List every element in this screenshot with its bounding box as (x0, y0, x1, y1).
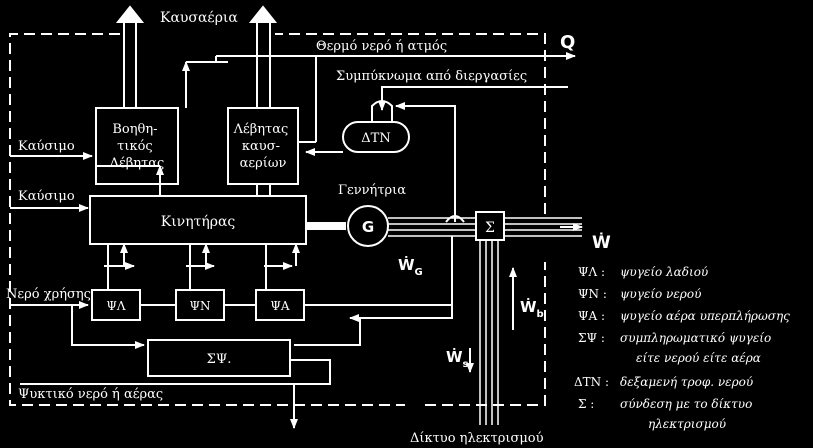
supplementary-cooler-lines (20, 305, 453, 429)
hot-water-label: Θερμό νερό ή ατμός (316, 39, 447, 54)
legend-key-5: ΔΤΝ : (574, 375, 609, 389)
fuel-label-2: Καύσιμο (18, 189, 75, 204)
legend-desc-5: δεξαμενή τροφ. νερού (620, 375, 753, 389)
power-out-lines (504, 217, 582, 237)
flue-gas-label: Καυσαέρια (160, 9, 238, 26)
legend-key-0: ΨΛ : (578, 265, 605, 279)
legend-desc-6: σύνδεση με το δίκτυο (620, 397, 752, 411)
legend-key-6: Σ : (578, 397, 594, 411)
generator-crossover (445, 215, 465, 223)
chimney-exhaust (248, 5, 278, 108)
condensate-line (378, 86, 568, 111)
grid-connection-label: Σ (485, 220, 495, 236)
power-out-label: Ẇ (592, 231, 611, 253)
tank-dome (371, 100, 393, 122)
supplementary-cooler (147, 339, 291, 377)
oil-cooler-label: ΨΛ (106, 299, 126, 313)
system-boundary (9, 33, 546, 406)
exhaust-pipe (96, 165, 271, 196)
tank-return-line (395, 102, 456, 222)
condensate-label: Συμπύκνωμα από διεργασίες (336, 69, 527, 84)
water-cooler-label: ΨΝ (189, 299, 210, 313)
auxiliary-boiler (95, 107, 179, 185)
charge-air-cooler-label: ΨΑ (270, 299, 290, 313)
WG-label: ẆG (398, 255, 423, 278)
fuel-label-1: Καύσιμο (18, 139, 75, 154)
grid-label: Δίκτυο ηλεκτρισμού (410, 431, 544, 446)
Wb-label: Ẇb (520, 297, 544, 320)
feed-water-tank-label: ΔΤΝ (361, 131, 390, 146)
legend-key-2: ΨΑ : (578, 309, 605, 323)
supplementary-cooler-label: ΣΨ. (207, 352, 232, 367)
heat-Q-label: Q (560, 32, 575, 53)
engine-label: Κινητήρας (161, 214, 236, 230)
generator-G-label: G (362, 218, 374, 236)
exhaust-gas-boiler-label: Λέβητας καυσ- αερίων (233, 122, 293, 171)
exhaust-gas-boiler (227, 107, 299, 185)
legend-desc-1: ψυγείο νερού (620, 287, 701, 301)
chimney-aux (115, 5, 145, 108)
legend-desc-3: συμπληρωματικό ψυγείο (620, 331, 771, 345)
generator-label: Γεννήτρια (338, 183, 406, 198)
legend-key-1: ΨΝ : (578, 287, 607, 301)
engine-block (89, 195, 307, 245)
generator (347, 205, 389, 247)
legend-desc-4: είτε νερού είτε αέρα (636, 351, 761, 365)
auxiliary-boiler-label: Βοηθη- τικός Λέβητας (109, 122, 165, 171)
legend: ΨΛ : ψυγείο λαδιού ΨΝ : ψυγείο νερού ΨΑ … (574, 265, 790, 431)
feed-water-tank (342, 121, 410, 153)
hot-water-lines (182, 52, 576, 143)
legend-desc-0: ψυγείο λαδιού (620, 265, 708, 279)
service-water-label: Νερό χρήσης (6, 287, 91, 302)
legend-desc-7: ηλεκτρισμού (648, 417, 726, 431)
Ws-label: Ẇs (446, 347, 469, 370)
grid-lines (479, 240, 499, 425)
legend-desc-2: ψυγείο αέρα υπερπλήρωσης (620, 309, 790, 323)
engine-shaft (306, 222, 346, 230)
grid-connection-box (475, 211, 505, 241)
legend-key-3: ΣΨ : (578, 331, 605, 345)
cooling-out-label: Ψυκτικό νερό ή αέρας (18, 387, 163, 402)
